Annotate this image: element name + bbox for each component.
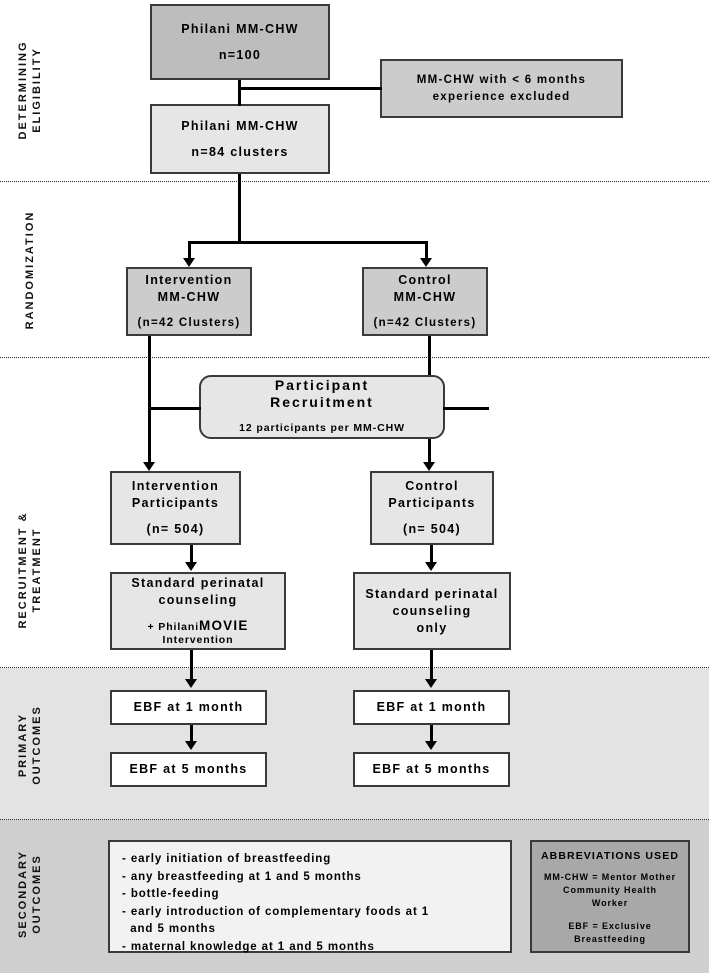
secondary-outcome-item: - any breastfeeding at 1 and 5 months <box>122 870 362 883</box>
section-label-randomization: RANDOMIZATION <box>24 210 36 330</box>
divider-randomization-recruitment <box>0 357 709 358</box>
connector-recruitment-left-tie <box>148 407 201 410</box>
box-eligible-clusters-line1: Philani MM-CHW <box>181 118 299 133</box>
arrow-to-control-treatment <box>425 562 437 571</box>
connector-ebf1-to-ebf5-intervention <box>190 725 193 745</box>
section-label-secondary-outcomes: SECONDARY OUTCOMES <box>17 850 43 938</box>
arrow-to-intervention-chw <box>183 258 195 267</box>
section-label-determining-eligibility: DETERMINING ELIGIBILITY <box>17 40 43 140</box>
box-control-chw: Control MM-CHW (n=42 Clusters) <box>362 267 488 336</box>
box-intervention-participants-line1: Intervention <box>131 479 220 493</box>
box-ebf1-intervention-label: EBF at 1 month <box>133 700 244 714</box>
box-control-treatment-line1: Standard perinatal <box>365 586 499 601</box>
box-control-participants-line1: Control <box>405 479 459 493</box>
connector-eligible-to-split <box>238 174 241 244</box>
divider-primary-secondary <box>0 819 709 820</box>
box-control-treatment-line3: only <box>416 620 448 635</box>
box-control-chw-line3: (n=42 Clusters) <box>373 316 477 329</box>
secondary-outcome-item: - bottle-feeding <box>122 888 220 900</box>
box-enrolled-chw: Philani MM-CHW n=100 <box>150 4 330 80</box>
arrow-to-intervention-participants <box>143 462 155 471</box>
box-ebf5-control-label: EBF at 5 months <box>372 762 491 776</box>
box-intervention-treatment-line2: counseling <box>158 592 238 607</box>
connector-enrolled-to-eligible <box>238 80 241 106</box>
box-ebf5-intervention-label: EBF at 5 months <box>129 762 248 776</box>
box-enrolled-chw-line1: Philani MM-CHW <box>181 21 299 36</box>
box-intervention-chw-line1: Intervention <box>145 272 233 287</box>
connector-randomization-split-bar <box>188 241 427 244</box>
box-control-participants-line2: Participants <box>388 496 476 510</box>
box-participant-recruitment-line2: Recruitment <box>270 394 374 410</box>
abbreviations-title: ABBREVIATIONS USED <box>540 850 680 862</box>
box-participant-recruitment: Participant Recruitment 12 participants … <box>199 375 445 439</box>
box-intervention-chw-line2: MM-CHW <box>157 289 221 304</box>
box-intervention-treatment-line3b: MOVIE <box>199 617 249 633</box>
box-ebf5-control: EBF at 5 months <box>353 752 510 787</box>
arrow-to-ebf5-intervention <box>185 741 197 750</box>
arrow-to-ebf1-control <box>425 679 437 688</box>
box-control-chw-line1: Control <box>398 272 452 287</box>
box-excluded-chw: MM-CHW with < 6 months experience exclud… <box>380 59 623 118</box>
secondary-outcome-item: - early introduction of complementary fo… <box>122 905 430 936</box>
arrow-to-ebf1-intervention <box>185 679 197 688</box>
box-intervention-participants-line3: (n= 504) <box>146 522 205 536</box>
arrow-to-ebf5-control <box>425 741 437 750</box>
box-control-participants: Control Participants (n= 504) <box>370 471 494 545</box>
box-secondary-outcomes-list: - early initiation of breastfeeding - an… <box>108 840 512 953</box>
box-participant-recruitment-line3: 12 participants per MM-CHW <box>239 422 405 434</box>
box-excluded-chw-line1: MM-CHW with < 6 months <box>416 73 587 86</box>
arrow-to-intervention-treatment <box>185 562 197 571</box>
box-ebf5-intervention: EBF at 5 months <box>110 752 267 787</box>
band-randomization <box>0 180 709 358</box>
arrow-to-control-chw <box>420 258 432 267</box>
box-intervention-chw: Intervention MM-CHW (n=42 Clusters) <box>126 267 252 336</box>
secondary-outcome-item: - early initiation of breastfeeding <box>122 853 332 865</box>
box-abbreviations: ABBREVIATIONS USED MM-CHW = Mentor Mothe… <box>530 840 690 953</box>
connector-control-treatment-to-ebf1 <box>430 650 433 683</box>
divider-eligibility-randomization <box>0 181 709 182</box>
connector-ebf1-to-ebf5-control <box>430 725 433 745</box>
connector-intervention-treatment-to-ebf1 <box>190 650 193 683</box>
box-excluded-chw-line2: experience excluded <box>432 90 571 103</box>
box-intervention-treatment-line1: Standard perinatal <box>131 575 265 590</box>
box-enrolled-chw-line2: n=100 <box>218 47 262 62</box>
box-intervention-treatment: Standard perinatal counseling + Philani … <box>110 572 286 650</box>
connector-recruitment-right-tie <box>443 407 489 410</box>
box-control-chw-line2: MM-CHW <box>393 289 457 304</box>
connector-intervention-participants-to-treatment <box>190 545 193 565</box>
box-intervention-treatment-line3a: + Philani <box>147 620 200 633</box>
section-label-recruitment-treatment: RECRUITMENT & TREATMENT <box>17 511 43 629</box>
section-label-primary-outcomes: PRIMARY OUTCOMES <box>17 705 43 785</box>
abbreviations-entry-ebf: EBF = Exclusive Breastfeeding <box>568 921 652 944</box>
box-ebf1-intervention: EBF at 1 month <box>110 690 267 725</box>
box-eligible-clusters-line2: n=84 clusters <box>191 144 289 159</box>
box-eligible-clusters: Philani MM-CHW n=84 clusters <box>150 104 330 174</box>
box-ebf1-control-label: EBF at 1 month <box>376 700 487 714</box>
connector-enrolled-to-excluded <box>238 87 382 90</box>
connector-split-right-stem <box>425 241 428 260</box>
box-intervention-chw-line3: (n=42 Clusters) <box>137 316 241 329</box>
box-intervention-treatment-line4: Intervention <box>162 633 234 646</box>
box-participant-recruitment-line1: Participant <box>274 377 370 393</box>
box-intervention-participants: Intervention Participants (n= 504) <box>110 471 241 545</box>
box-ebf1-control: EBF at 1 month <box>353 690 510 725</box>
abbreviations-entry-mmchw: MM-CHW = Mentor Mother Community Health … <box>543 872 677 908</box>
connector-split-left-stem <box>188 241 191 260</box>
secondary-outcome-item: - maternal knowledge at 1 and 5 months <box>122 940 375 953</box>
arrow-to-control-participants <box>423 462 435 471</box>
box-control-participants-line3: (n= 504) <box>403 522 461 536</box>
connector-intervention-chw-to-participants <box>148 336 151 466</box>
divider-recruitment-primary <box>0 667 709 668</box>
connector-control-participants-to-treatment <box>430 545 433 565</box>
box-intervention-participants-line2: Participants <box>131 496 220 510</box>
box-control-treatment-line2: counseling <box>392 603 472 618</box>
box-control-treatment: Standard perinatal counseling only <box>353 572 511 650</box>
